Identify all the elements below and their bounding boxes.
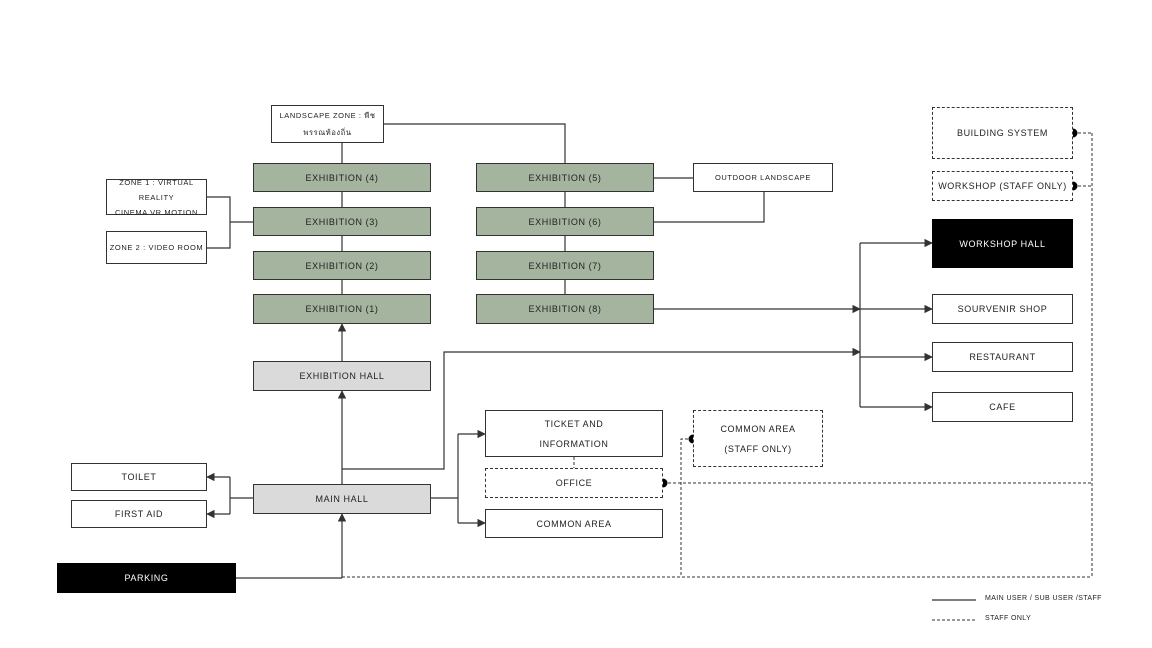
link-outdoor-ex6 — [654, 192, 765, 223]
main-hall-label: MAIN HALL — [315, 494, 369, 504]
common-area-box: COMMON AREA — [485, 509, 663, 538]
zone2-label: ZONE 2 : VIDEO ROOM — [109, 243, 204, 252]
zone1-label-line2: CINEMA VR MOTION — [115, 207, 198, 217]
zone1-label-line1: ZONE 1 : VIRTUAL REALITY — [119, 177, 194, 202]
ticket-label-line1: TICKET AND — [544, 418, 604, 429]
exhibition-1-box: EXHIBITION (1) — [253, 294, 431, 324]
office-label: OFFICE — [555, 478, 593, 488]
common-staff-label-line1: COMMON AREA — [720, 423, 796, 434]
common-area-label: COMMON AREA — [536, 518, 612, 529]
link-zones — [207, 196, 231, 249]
workshop-hall-box: WORKSHOP HALL — [932, 219, 1073, 268]
exhibition-3-box: EXHIBITION (3) — [253, 207, 431, 236]
first-aid-box: FIRST AID — [71, 500, 207, 528]
souvenir-shop-label: SOURVENIR SHOP — [957, 304, 1048, 314]
building-system-box: BUILDING SYSTEM — [932, 107, 1073, 159]
exhibition-5-label: EXHIBITION (5) — [528, 172, 602, 183]
exhibition-4-box: EXHIBITION (4) — [253, 163, 431, 192]
exhibition-5-box: EXHIBITION (5) — [476, 163, 654, 192]
workshop-staff-label: WORKSHOP (STAFF ONLY) — [938, 181, 1067, 191]
exhibition-7-label: EXHIBITION (7) — [528, 260, 602, 271]
link-landscape-ex5 — [384, 123, 566, 163]
exhibition-7-box: EXHIBITION (7) — [476, 251, 654, 280]
exhibition-1-label: EXHIBITION (1) — [305, 304, 379, 314]
exhibition-2-label: EXHIBITION (2) — [305, 260, 379, 271]
cafe-label: CAFE — [989, 402, 1016, 412]
legend-main-label: MAIN USER / SUB USER /STAFF — [985, 595, 1102, 602]
office-box: OFFICE — [485, 468, 663, 498]
cafe-box: CAFE — [932, 392, 1073, 422]
exhibition-6-box: EXHIBITION (6) — [476, 207, 654, 236]
exhibition-6-label: EXHIBITION (6) — [528, 216, 602, 227]
landscape-zone-label: LANDSCAPE ZONE : พืชพรรณท้องถิ่น — [279, 111, 376, 137]
souvenir-shop-box: SOURVENIR SHOP — [932, 294, 1073, 324]
zone1-box: ZONE 1 : VIRTUAL REALITY CINEMA VR MOTIO… — [106, 178, 207, 217]
outdoor-landscape-box: OUTDOOR LANDSCAPE — [693, 163, 833, 192]
parking-box: PARKING — [57, 563, 236, 593]
exhibition-4-label: EXHIBITION (4) — [305, 172, 379, 183]
main-hall-box: MAIN HALL — [253, 484, 431, 514]
legend-staff-label: STAFF ONLY — [985, 615, 1032, 622]
outdoor-landscape-label: OUTDOOR LANDSCAPE — [714, 173, 812, 182]
exhibition-8-box: EXHIBITION (8) — [476, 294, 654, 324]
landscape-zone-box: LANDSCAPE ZONE : พืชพรรณท้องถิ่น — [271, 105, 384, 143]
common-staff-label-line2: (STAFF ONLY) — [724, 443, 792, 454]
parking-label: PARKING — [124, 573, 169, 583]
exhibition-hall-label: EXHIBITION HALL — [299, 371, 385, 381]
restaurant-label: RESTAURANT — [969, 352, 1036, 362]
ticket-information-box: TICKET AND INFORMATION — [485, 410, 663, 457]
toilet-label: TOILET — [121, 472, 157, 482]
ticket-label-line2: INFORMATION — [539, 438, 609, 449]
restaurant-box: RESTAURANT — [932, 342, 1073, 372]
exhibition-hall-box: EXHIBITION HALL — [253, 361, 431, 391]
common-area-staff-box: COMMON AREA (STAFF ONLY) — [693, 410, 823, 467]
exhibition-2-box: EXHIBITION (2) — [253, 251, 431, 280]
building-system-label: BUILDING SYSTEM — [956, 128, 1048, 138]
staff-common-staff — [680, 438, 693, 577]
exhibition-8-label: EXHIBITION (8) — [528, 304, 602, 314]
exhibition-3-label: EXHIBITION (3) — [305, 216, 379, 227]
workshop-staff-box: WORKSHOP (STAFF ONLY) — [932, 171, 1073, 201]
workshop-hall-label: WORKSHOP HALL — [959, 238, 1046, 249]
link-main-bus — [342, 347, 861, 470]
zone2-box: ZONE 2 : VIDEO ROOM — [106, 231, 207, 264]
toilet-box: TOILET — [71, 463, 207, 491]
first-aid-label: FIRST AID — [114, 509, 164, 519]
